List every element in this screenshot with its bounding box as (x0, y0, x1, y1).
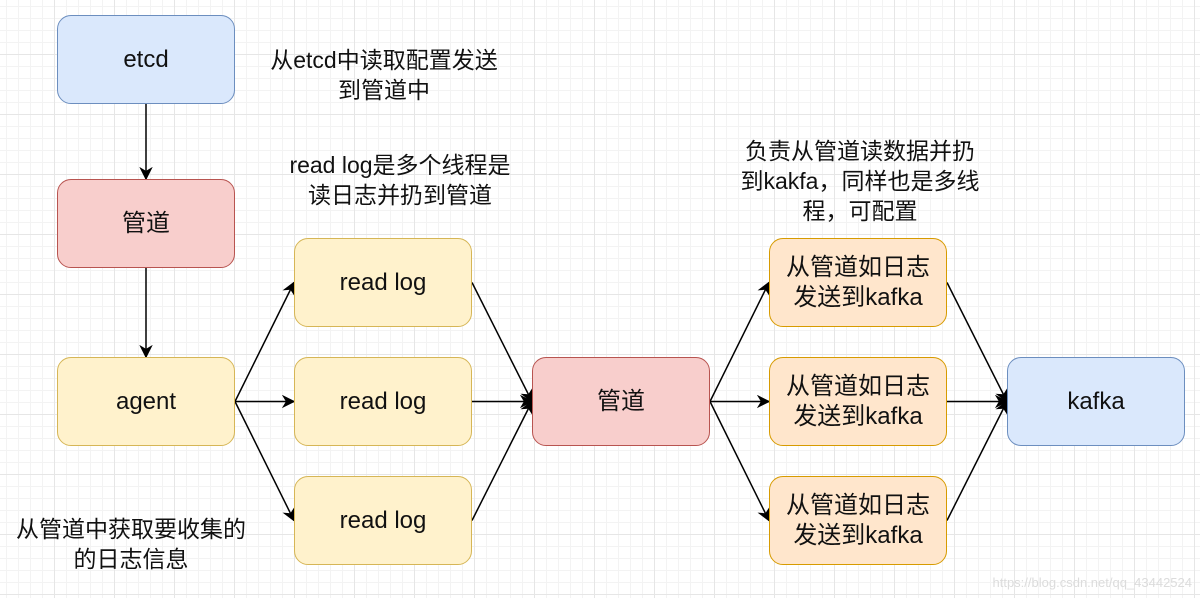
readlog-note: read log是多个线程是 读日志并扔到管道 (289, 152, 511, 208)
edge-sender_1-to-kafka (946, 282, 1008, 403)
etcd-note: 从etcd中读取配置发送 到管道中 (270, 47, 498, 103)
edge-agent-to-read_log_3 (234, 401, 295, 522)
edge-pipe_mid-to-sender_1 (709, 281, 770, 402)
kafka-node[interactable]: kafka (1007, 357, 1185, 446)
watermark: https://blog.csdn.net/qq_43442524 (992, 575, 1193, 590)
kafka-label: kafka (1067, 387, 1125, 415)
sender-node-2[interactable]: 从管道如日志 发送到kafka (769, 357, 947, 446)
read-log-label-3: read log (339, 506, 427, 534)
pipe-node-top[interactable]: 管道 (57, 179, 235, 268)
read-log-label-1: read log (339, 268, 427, 296)
sender-node-3[interactable]: 从管道如日志 发送到kafka (769, 476, 947, 565)
etcd-node[interactable]: etcd (57, 15, 235, 104)
edge-sender_3-to-kafka (946, 400, 1008, 521)
edge-pipe_mid-to-sender_3 (709, 401, 770, 522)
sender-label-3: 从管道如日志 发送到kafka (786, 491, 930, 549)
sender-label-2: 从管道如日志 发送到kafka (786, 372, 930, 430)
pipe-node-middle[interactable]: 管道 (532, 357, 710, 446)
read-log-node-3[interactable]: read log (294, 476, 472, 565)
sender-note: 负责从管道读数据并扔 到kakfa，同样也是多线 程，可配置 (740, 138, 980, 224)
read-log-node-1[interactable]: read log (294, 238, 472, 327)
sender-node-1[interactable]: 从管道如日志 发送到kafka (769, 238, 947, 327)
sender-label-1: 从管道如日志 发送到kafka (786, 253, 930, 311)
edge-read_log_1-to-pipe_mid (471, 282, 533, 403)
read-log-label-2: read log (339, 387, 427, 415)
agent-label: agent (115, 387, 177, 415)
agent-node[interactable]: agent (57, 357, 235, 446)
agent-note: 从管道中获取要收集的 的日志信息 (16, 516, 246, 572)
pipe-top-label: 管道 (122, 209, 170, 237)
edge-read_log_3-to-pipe_mid (471, 400, 533, 521)
edge-agent-to-read_log_1 (234, 281, 295, 402)
pipe-middle-label: 管道 (597, 387, 645, 415)
read-log-node-2[interactable]: read log (294, 357, 472, 446)
etcd-label: etcd (123, 45, 169, 73)
